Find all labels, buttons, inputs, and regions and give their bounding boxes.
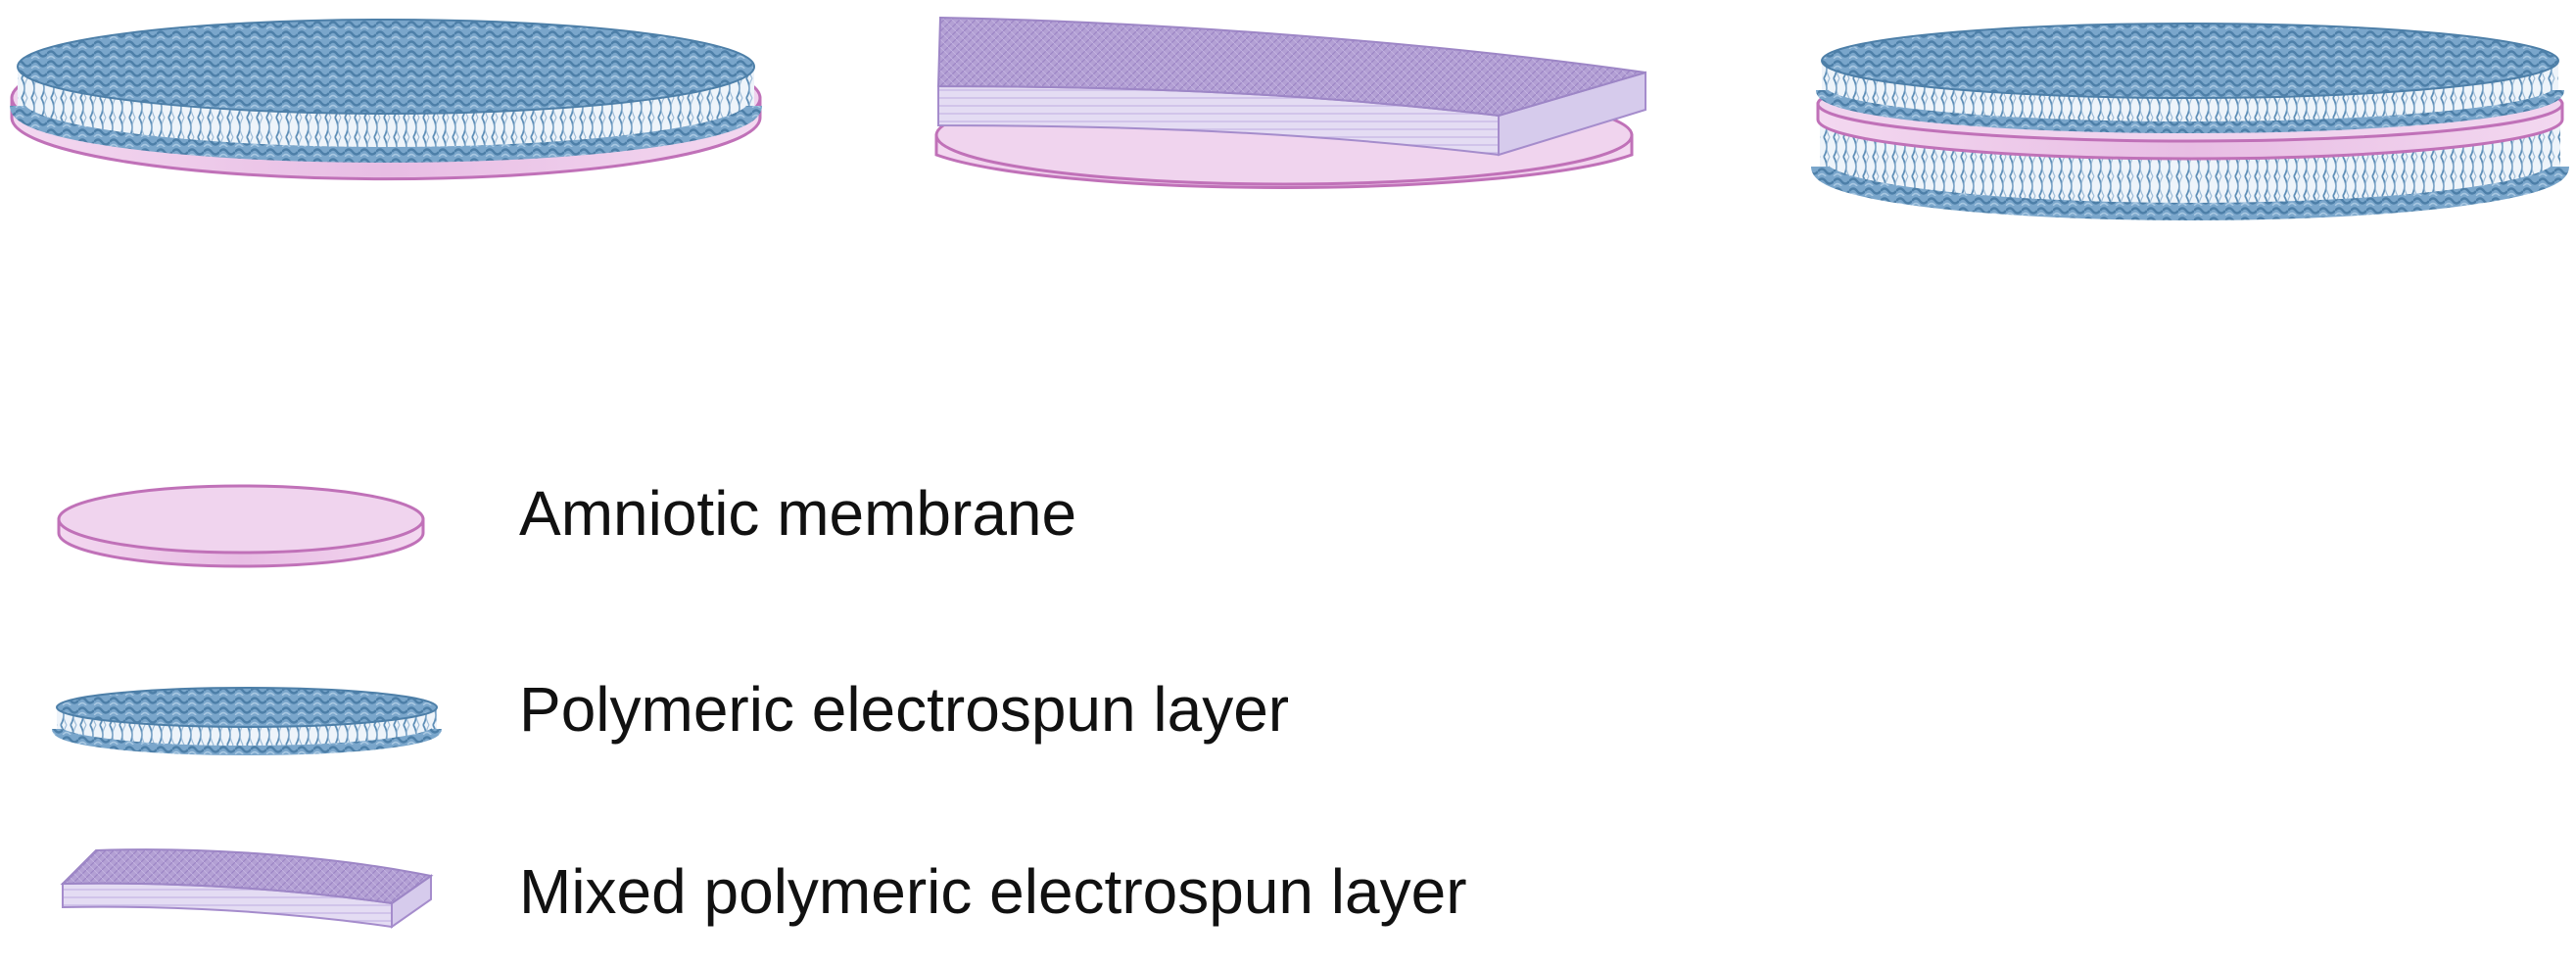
top-polymeric-electrospun-layer (1816, 23, 2564, 133)
legend-icon-mixed-polymeric-electrospun-layer (60, 848, 434, 929)
mixed-polymeric-electrospun-layer-sheet (936, 16, 1646, 157)
polymeric-electrospun-layer-disc (10, 19, 762, 163)
configuration-mixed-on-amnion (934, 16, 1646, 189)
configuration-sandwich (1811, 23, 2569, 220)
legend-label-mixed-polymeric-electrospun-layer: Mixed polymeric electrospun layer (519, 856, 1467, 927)
configuration-polymer-on-amnion (10, 19, 762, 181)
legend-label-amniotic-membrane: Amniotic membrane (519, 478, 1077, 549)
legend-label-polymeric-electrospun-layer: Polymeric electrospun layer (519, 674, 1290, 745)
legend-icon-amniotic-membrane (57, 484, 425, 568)
legend-icon-polymeric-electrospun-layer (52, 687, 442, 755)
